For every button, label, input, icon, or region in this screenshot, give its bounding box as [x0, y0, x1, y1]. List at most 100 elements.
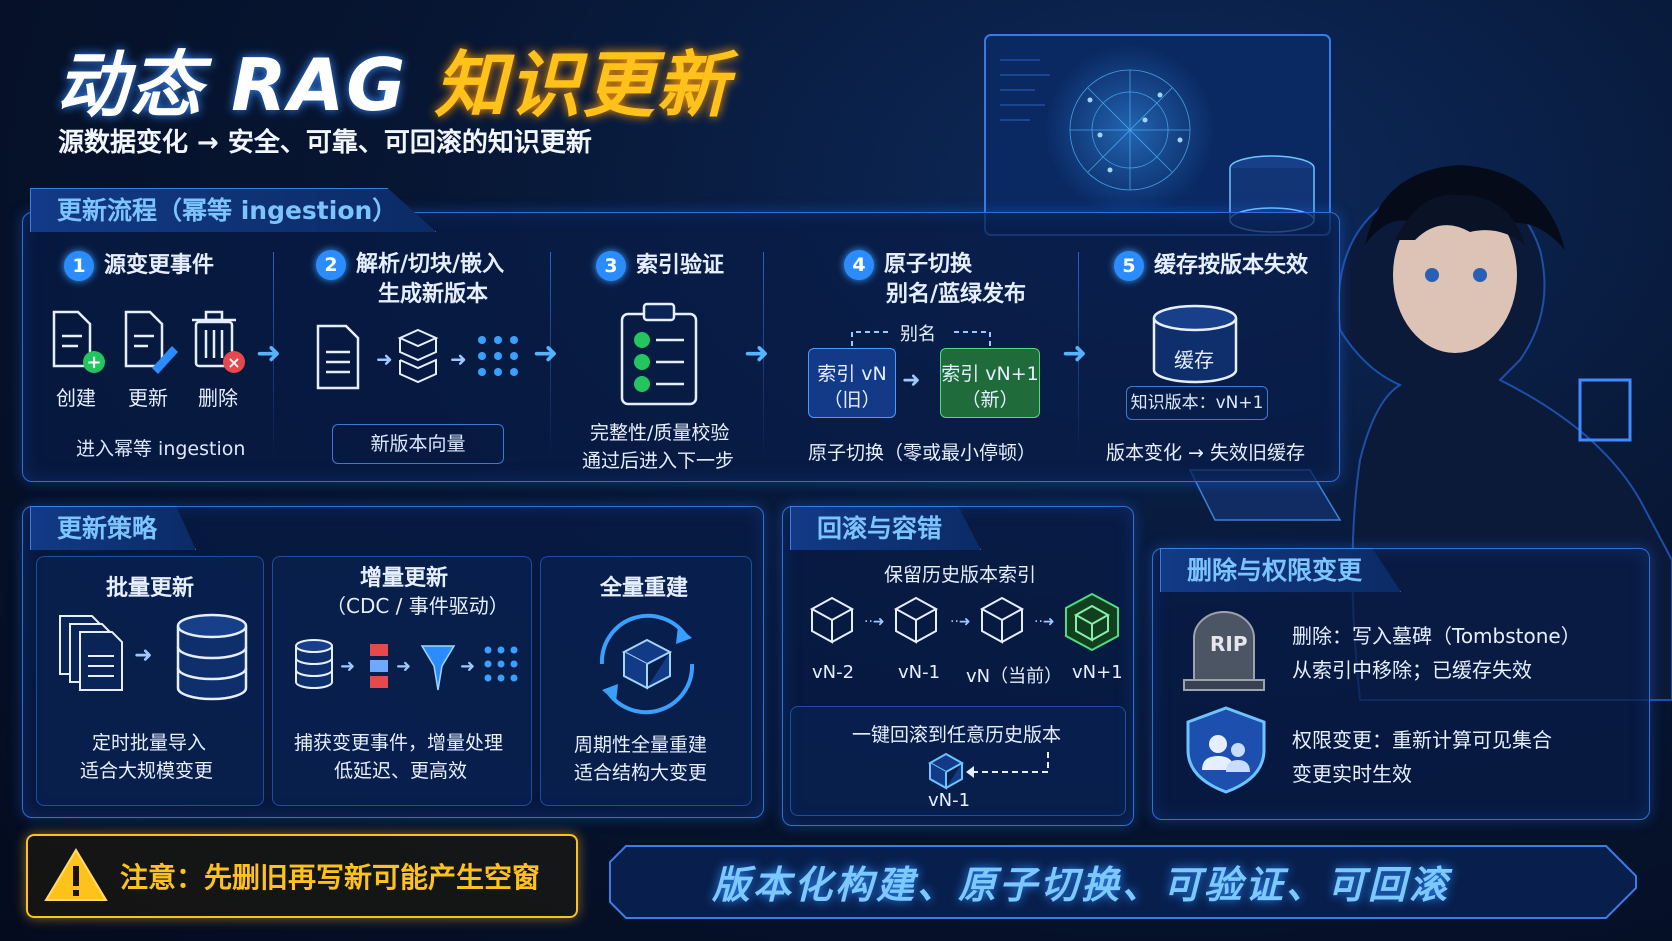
full-rebuild-desc-line2: 适合结构大变更	[574, 762, 708, 784]
version-cube-icon	[1073, 604, 1111, 642]
version-label: vN-1	[898, 662, 941, 683]
deletion-desc-line2: 从索引中移除；已缓存失效	[1292, 658, 1532, 682]
step-number: 2	[316, 250, 346, 280]
database-icon	[295, 639, 333, 689]
flow-arrow-icon: ➜	[256, 336, 282, 371]
step-2-title: 2 解析/切块/嵌入	[316, 246, 504, 280]
step-4-title-line2: 别名/蓝绿发布	[886, 282, 1027, 307]
rebuild-cycle-icon	[599, 613, 695, 715]
step-1-icons: + ×	[52, 310, 245, 374]
step-1-note: 进入幂等 ingestion	[76, 438, 246, 460]
incremental-subtitle: （CDC / 事件驱动）	[326, 594, 509, 618]
permission-desc-line2: 变更实时生效	[1292, 762, 1412, 786]
svg-text:··➜: ··➜	[950, 614, 971, 630]
index-old-box: 索引 vN （旧）	[808, 348, 896, 418]
svg-text:➜: ➜	[450, 347, 467, 371]
full-rebuild-title: 全量重建	[600, 576, 689, 601]
rollback-panel-title: 回滚与容错	[790, 506, 982, 550]
version-cube-icon	[979, 596, 1025, 644]
flow-arrow-icon: ➜	[1062, 336, 1088, 371]
incremental-desc-line1: 捕获变更事件，增量处理	[294, 732, 504, 754]
batch-desc-line1: 定时批量导入	[92, 732, 207, 754]
step-4-note: 原子切换（零或最小停顿）	[808, 442, 1037, 464]
index-new-tag: （新）	[961, 389, 1019, 411]
slogan-frame	[609, 845, 1637, 919]
trash-icon	[192, 310, 236, 368]
document-icon	[316, 324, 360, 390]
event-update-label: 更新	[128, 386, 168, 410]
version-label: vN-2	[812, 662, 855, 683]
version-cube-icon	[893, 596, 939, 644]
divider	[1078, 252, 1079, 462]
step-3-note-line1: 完整性/质量校验	[590, 422, 730, 444]
svg-text:➜: ➜	[376, 347, 393, 371]
svg-text:➜: ➜	[134, 643, 152, 668]
cache-label: 缓存	[1174, 348, 1214, 372]
step-title-text: 源变更事件	[104, 253, 215, 278]
title-main: 动态 RAG	[56, 43, 408, 127]
flow-arrow-icon: ➜	[744, 336, 770, 371]
deletion-panel-title: 删除与权限变更	[1160, 548, 1402, 592]
flow-panel-title: 更新流程（幂等 ingestion）	[30, 188, 437, 232]
batch-title: 批量更新	[106, 576, 195, 601]
tombstone-rip-label: RIP	[1210, 632, 1248, 656]
step-number: 5	[1114, 251, 1144, 281]
rollback-target-graphic	[928, 752, 1049, 790]
slogan-text: 版本化构建、原子切换、可验证、可回滚	[712, 863, 1451, 907]
cache-cylinder-icon	[1152, 304, 1238, 384]
index-new-box: 索引 vN+1 （新）	[940, 348, 1040, 418]
step-2-icons: ➜ ➜	[316, 324, 518, 390]
new-vector-box: 新版本向量	[332, 424, 504, 464]
document-stack-icon	[59, 615, 123, 691]
step-number: 3	[596, 251, 626, 281]
checklist-icon	[620, 302, 698, 406]
full-rebuild-desc-line1: 周期性全量重建	[574, 734, 708, 756]
warning-text: 注意：先删旧再写新可能产生空窗	[120, 861, 541, 894]
rollback-target-label: vN-1	[928, 790, 971, 811]
step-title-text: 缓存按版本失效	[1154, 253, 1309, 278]
svg-text:··➜: ··➜	[864, 614, 885, 630]
step-title-text: 解析/切块/嵌入	[356, 252, 505, 277]
vector-dots-icon	[478, 336, 518, 376]
incremental-icons: ➜ ➜ ➜	[295, 639, 518, 691]
incremental-desc-line2: 低延迟、更高效	[334, 760, 468, 782]
knowledge-version-badge: 知识版本：vN+1	[1126, 386, 1268, 420]
warning-box	[26, 834, 578, 918]
flow-arrow-icon: ➜	[533, 336, 559, 371]
version-label-next: vN+1	[1072, 662, 1123, 683]
svg-text:➜: ➜	[340, 656, 355, 677]
index-old-tag: （旧）	[823, 389, 881, 411]
step-number: 4	[844, 250, 874, 280]
svg-text:··➜: ··➜	[1034, 614, 1055, 630]
version-chain: ··➜ ··➜ ··➜	[809, 592, 1119, 652]
step-3-title: 3 索引验证	[596, 247, 724, 281]
deletion-desc-line1: 删除：写入墓碑（Tombstone）	[1292, 624, 1581, 648]
step-1-title: 1 源变更事件	[64, 247, 214, 281]
page-subtitle: 源数据变化 → 安全、可靠、可回滚的知识更新	[58, 128, 592, 158]
version-cube-icon	[928, 752, 965, 790]
vector-dots-icon	[484, 646, 518, 682]
step-5-title: 5 缓存按版本失效	[1114, 247, 1308, 281]
create-file-icon	[52, 310, 92, 368]
version-label-current: vN（当前）	[966, 666, 1063, 687]
svg-text:×: ×	[227, 353, 240, 372]
page-title: 动态 RAG 知识更新	[56, 26, 730, 131]
svg-text:➜: ➜	[396, 656, 411, 677]
one-click-rollback-label: 一键回滚到任意历史版本	[852, 724, 1062, 746]
event-delete-label: 删除	[198, 386, 238, 410]
version-cube-icon	[809, 596, 855, 644]
step-number: 1	[64, 251, 94, 281]
alias-bracket	[851, 331, 991, 346]
change-events-icon	[370, 644, 388, 688]
event-create-label: 创建	[56, 386, 96, 410]
index-new-label: 索引 vN+1	[941, 363, 1039, 385]
divider	[550, 252, 551, 462]
step-title-text: 索引验证	[636, 253, 725, 278]
shield-users-icon	[1186, 706, 1266, 794]
alias-label: 别名	[900, 324, 936, 345]
divider	[273, 252, 274, 462]
index-old-label: 索引 vN	[817, 363, 887, 385]
switch-arrow-icon: ➜	[902, 368, 921, 393]
permission-desc-line1: 权限变更：重新计算可见集合	[1292, 728, 1552, 752]
tombstone-icon	[1183, 611, 1265, 691]
